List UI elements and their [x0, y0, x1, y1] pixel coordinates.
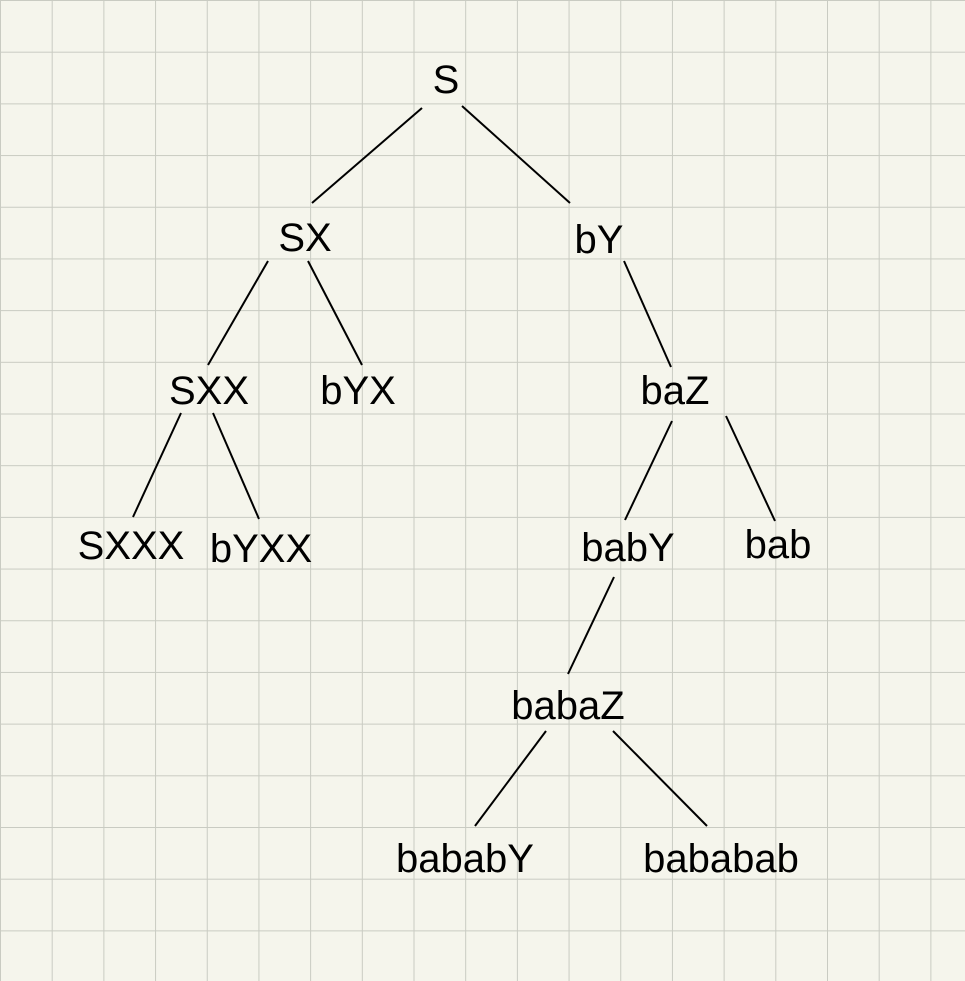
edge-sxx-byxx: [212, 412, 260, 520]
edge-sx-sxx: [207, 260, 269, 366]
edge-babaz-bababab: [612, 730, 708, 827]
edge-babaz-bababy: [474, 730, 547, 827]
node-sxx: SXX: [168, 369, 250, 413]
node-sxxx: SXXX: [77, 524, 185, 568]
edge-s-sx: [311, 107, 423, 204]
node-bababy: bababY: [396, 837, 534, 881]
edge-baby-babaz: [567, 576, 615, 675]
edge-baz-bab: [725, 415, 776, 522]
node-baz: baZ: [640, 369, 710, 413]
node-s: S: [432, 58, 460, 102]
edge-sxx-sxxx: [132, 412, 182, 518]
node-byx: bYX: [320, 369, 396, 413]
edge-sx-byx: [307, 260, 363, 366]
node-byxx: bYXX: [209, 527, 313, 571]
node-bababab: bababab: [643, 837, 799, 881]
node-sx: SX: [278, 216, 332, 260]
node-bab: bab: [744, 523, 812, 567]
edge-baz-baby: [624, 420, 673, 521]
node-by: bY: [574, 218, 624, 262]
node-baby: babY: [581, 526, 675, 570]
node-babaz: babaZ: [511, 684, 625, 728]
edge-s-by: [461, 105, 571, 204]
edge-by-baz: [623, 260, 672, 368]
